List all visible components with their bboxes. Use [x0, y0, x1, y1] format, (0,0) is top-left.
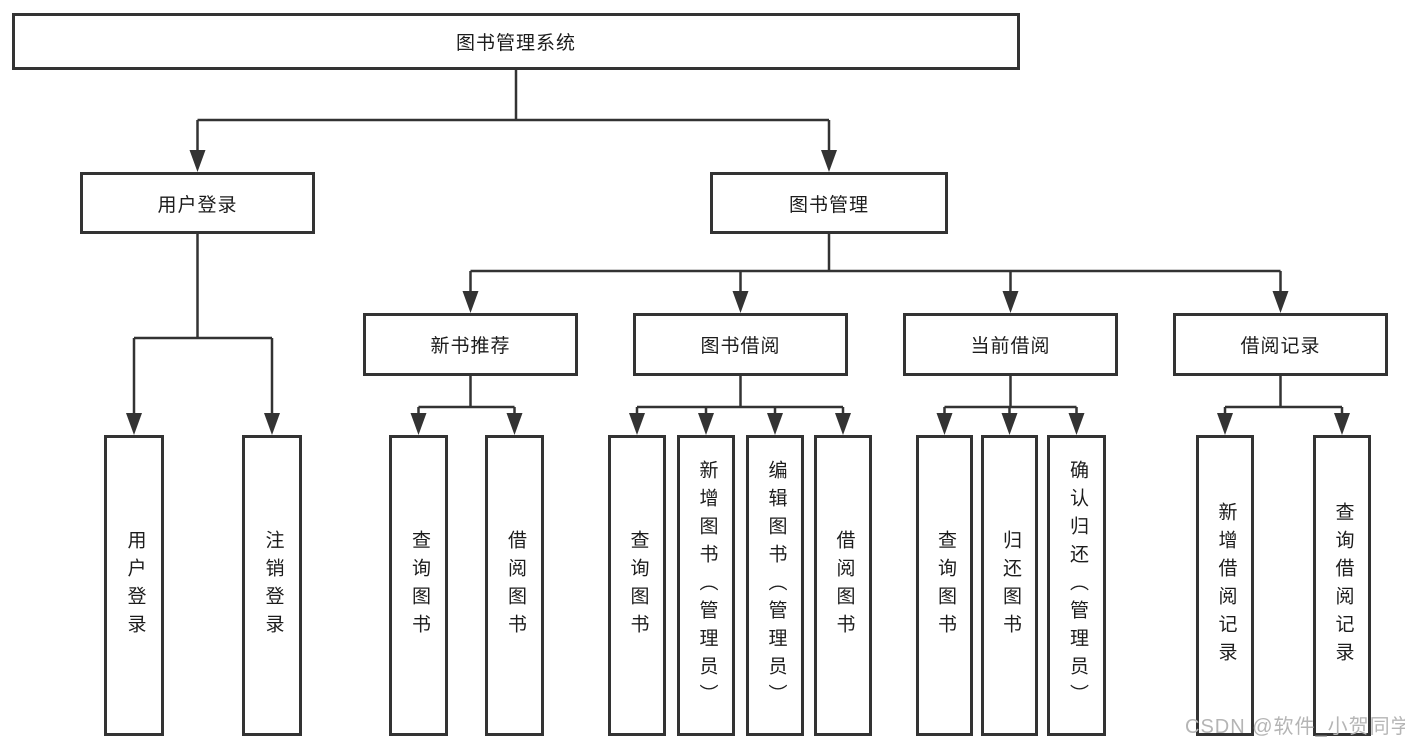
- node-label: 查询图书: [408, 529, 430, 642]
- leaf-query-books-current: 查询图书: [916, 435, 973, 736]
- node-label: 编辑图书（管理员）: [765, 459, 787, 712]
- connector-newbook-to-leaves: [410, 376, 523, 435]
- leaf-confirm-return-admin: 确认归还（管理员）: [1047, 435, 1106, 736]
- node-book-borrow: 图书借阅: [633, 313, 848, 376]
- connector-bookborrow-to-leaves: [629, 376, 851, 435]
- node-label: 新增图书（管理员）: [696, 459, 718, 712]
- node-label: 用户登录: [124, 529, 146, 642]
- node-library-management-system: 图书管理系统: [12, 13, 1020, 70]
- connector-root-to-level2: [189, 70, 837, 172]
- leaf-borrow-books: 借阅图书: [814, 435, 872, 736]
- node-label: 注销登录: [262, 529, 284, 642]
- leaf-add-book-admin: 新增图书（管理员）: [677, 435, 735, 736]
- node-label: 新增借阅记录: [1215, 501, 1237, 670]
- connector-borrowrecords-to-leaves: [1217, 376, 1350, 435]
- leaf-add-borrow-record: 新增借阅记录: [1196, 435, 1254, 736]
- node-label: 查询图书: [934, 529, 956, 642]
- leaf-query-books-borrow: 查询图书: [608, 435, 666, 736]
- node-label: 图书管理系统: [455, 33, 576, 54]
- node-label: 借阅记录: [1240, 336, 1321, 357]
- node-label: 新书推荐: [430, 336, 511, 357]
- connector-userlogin-to-leaves: [126, 234, 280, 435]
- node-borrow-records: 借阅记录: [1173, 313, 1388, 376]
- leaf-logout: 注销登录: [242, 435, 302, 736]
- node-new-book-recommend: 新书推荐: [363, 313, 578, 376]
- node-label: 查询图书: [627, 529, 649, 642]
- csdn-watermark: CSDN @软件_小贺同学: [1185, 716, 1405, 738]
- node-label: 查询借阅记录: [1332, 501, 1354, 670]
- node-label: 借阅图书: [504, 529, 526, 642]
- node-current-borrow: 当前借阅: [903, 313, 1118, 376]
- node-label: 图书管理: [788, 194, 869, 216]
- connector-currentborrow-to-leaves: [936, 376, 1085, 435]
- node-user-login: 用户登录: [80, 172, 315, 234]
- node-label: 借阅图书: [833, 529, 855, 642]
- leaf-return-book: 归还图书: [981, 435, 1038, 736]
- node-label: 归还图书: [999, 529, 1021, 642]
- leaf-edit-book-admin: 编辑图书（管理员）: [746, 435, 804, 736]
- node-label: 当前借阅: [970, 336, 1051, 357]
- leaf-query-borrow-record: 查询借阅记录: [1313, 435, 1371, 736]
- node-book-management: 图书管理: [710, 172, 948, 234]
- leaf-user-login: 用户登录: [104, 435, 164, 736]
- node-label: 图书借阅: [700, 336, 781, 357]
- node-label: 确认归还（管理员）: [1066, 459, 1088, 712]
- node-label: 用户登录: [157, 194, 238, 216]
- connector-bookmgmt-to-level3: [462, 234, 1289, 313]
- leaf-query-books-recommend: 查询图书: [389, 435, 448, 736]
- leaf-borrow-books-recommend: 借阅图书: [485, 435, 544, 736]
